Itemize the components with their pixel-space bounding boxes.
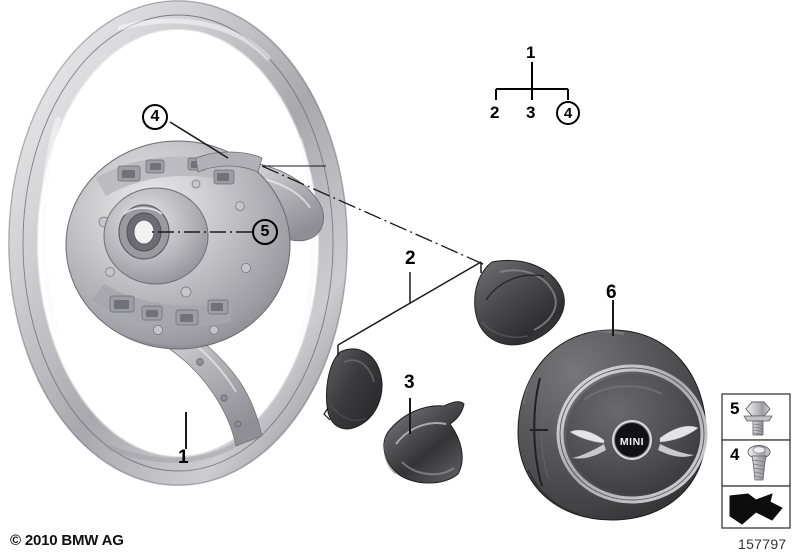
callout-6: 6 [606, 282, 617, 303]
trim-cover-bottom [383, 401, 465, 484]
callout-1: 1 [178, 447, 189, 468]
diagram-number: 157797 [738, 536, 787, 552]
leader-line-4 [169, 121, 229, 159]
legend-child-2: 2 [490, 103, 500, 122]
bent-arrow-icon [729, 493, 783, 525]
trim-cover-lower-left [323, 348, 383, 430]
pan-head-screw-icon [747, 445, 771, 481]
legend-child-4-circled: 4 [556, 101, 580, 125]
steering-wheel-assembly [8, 0, 348, 486]
callout-5-circled: 5 [252, 219, 278, 245]
hardware-box-label-4: 4 [730, 445, 740, 464]
mini-logo-icon: MINI [569, 420, 699, 460]
hardware-legend-boxes [721, 393, 791, 529]
airbag-module: MINI [517, 329, 708, 521]
callout-4-circled: 4 [142, 104, 168, 130]
carrier-upper-bracket [195, 151, 263, 173]
bracket-2 [337, 261, 482, 356]
hex-flange-bolt-icon [743, 401, 773, 436]
hardware-box-label-5: 5 [730, 399, 740, 418]
legend-tree [495, 62, 569, 100]
trim-cover-upper [474, 259, 565, 346]
callout-2: 2 [405, 248, 416, 269]
copyright-notice: © 2010 BMW AG [10, 532, 124, 549]
legend-parent-1: 1 [526, 43, 536, 62]
mini-badge-text: MINI [620, 436, 644, 448]
assembly-axis-line [261, 165, 493, 269]
callout-3: 3 [404, 372, 415, 393]
legend-child-3: 3 [526, 103, 536, 122]
